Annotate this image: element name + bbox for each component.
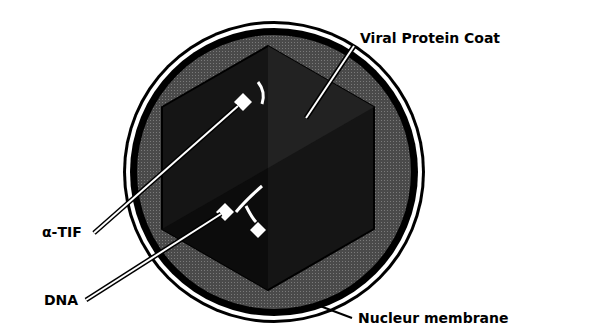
dna-end — [250, 222, 266, 238]
membrane-ring — [126, 24, 422, 320]
membrane-outer — [123, 21, 425, 323]
leader-line — [94, 106, 238, 233]
leader-line — [86, 214, 221, 300]
leader-line — [320, 306, 352, 318]
leader-line — [94, 106, 238, 233]
part-label: DNA — [42, 292, 80, 308]
leader-line — [86, 214, 221, 300]
leader-line — [306, 46, 354, 118]
viral-capsid — [162, 46, 374, 290]
capsid-facet — [268, 46, 374, 168]
dna-strand — [236, 186, 262, 222]
tif-tail — [258, 82, 263, 104]
leader-line — [306, 46, 354, 118]
nucleoplasm — [137, 35, 411, 309]
part-label: Nucleur membrane — [356, 310, 511, 326]
membrane-inner — [130, 28, 418, 316]
part-label: Viral Protein Coat — [358, 30, 502, 46]
leader-lines — [86, 46, 354, 318]
part-label: α-TIF — [40, 224, 84, 240]
capsid-facet — [162, 168, 268, 290]
